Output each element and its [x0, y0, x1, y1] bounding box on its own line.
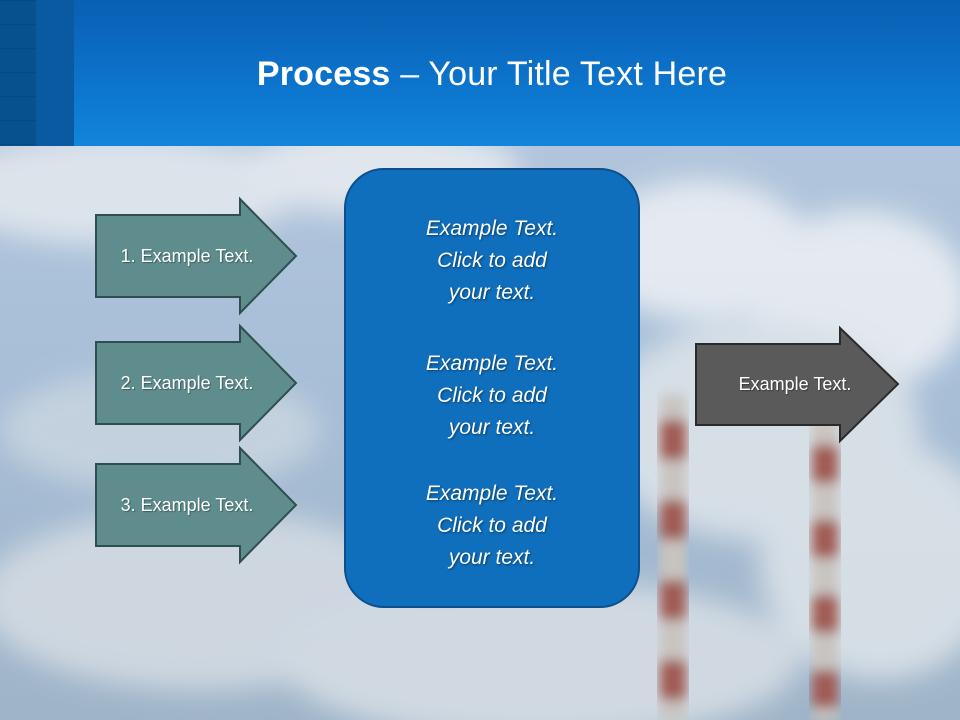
center-text-block-2[interactable]: Example Text. Click to add your text. — [344, 348, 640, 444]
right-arrow-label: Example Text. — [738, 374, 852, 394]
center-block-2-line-1: Example Text. — [425, 352, 559, 375]
center-block-3-line-2: Click to add — [437, 514, 547, 537]
center-block-1-line-3: your text. — [448, 281, 536, 304]
header-accent-strip — [0, 0, 36, 146]
left-arrow-2[interactable] — [95, 323, 298, 443]
chimney-left — [660, 395, 686, 720]
center-block-1-line-1: Example Text. — [425, 217, 559, 240]
left-arrow-3[interactable] — [95, 445, 298, 565]
slide-title-rest: – Your Title Text Here — [390, 55, 728, 93]
slide-title[interactable]: Process – Your Title Text Here — [0, 52, 960, 96]
left-arrow-1-label: 1. Example Text. — [120, 246, 254, 266]
center-block-3-line-1: Example Text. — [425, 482, 559, 505]
center-text-block-1[interactable]: Example Text. Click to add your text. — [344, 213, 640, 309]
center-block-3-line-3: your text. — [448, 546, 536, 569]
center-block-2-line-2: Click to add — [437, 384, 547, 407]
left-arrow-2-label: 2. Example Text. — [120, 373, 254, 393]
right-arrow[interactable] — [695, 325, 900, 444]
left-arrow-3-label: 3. Example Text. — [120, 495, 254, 515]
center-block-2-line-3: your text. — [448, 416, 536, 439]
header-accent-strip-2 — [36, 0, 74, 146]
center-text-block-3[interactable]: Example Text. Click to add your text. — [344, 478, 640, 574]
center-block-1-line-2: Click to add — [437, 249, 547, 272]
slide-title-bold: Process — [256, 55, 391, 93]
center-text-box[interactable] — [344, 168, 640, 608]
left-arrow-1[interactable] — [95, 196, 298, 316]
chimney-right — [812, 420, 838, 720]
header-bar — [0, 0, 960, 146]
